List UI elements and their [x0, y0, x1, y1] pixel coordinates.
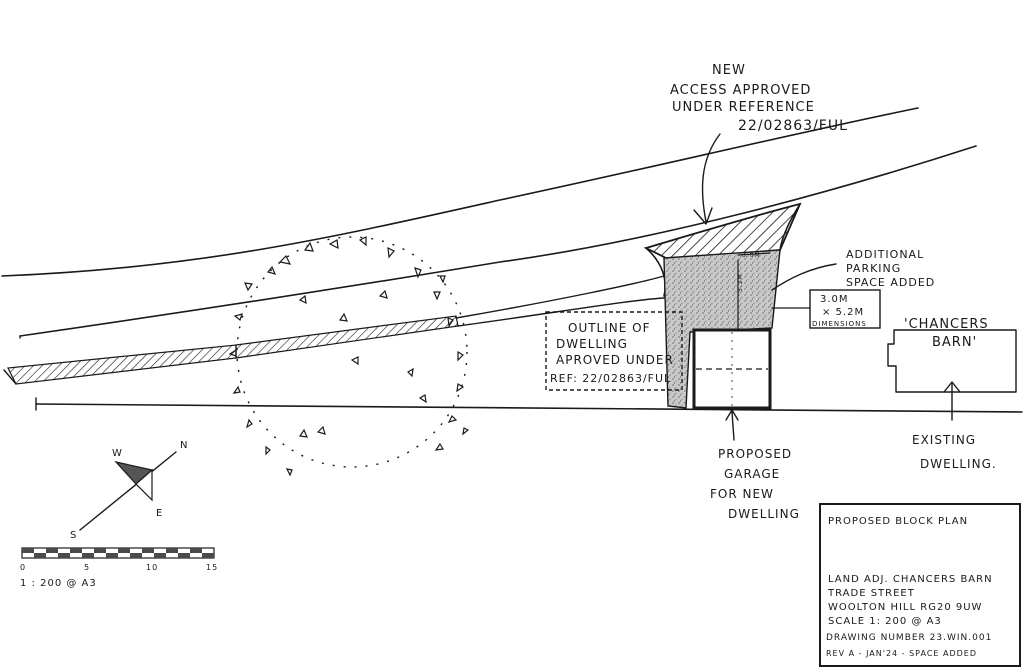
existing-line2-text: DWELLING. — [920, 457, 997, 471]
parking-dim-label-text: DIMENSIONS — [812, 320, 867, 328]
road-lines — [1, 107, 977, 339]
title-block: PROPOSED BLOCK PLAN LAND ADJ. CHANCERS B… — [819, 503, 1021, 667]
outline-line1-text: OUTLINE OF — [568, 321, 651, 335]
scale-tick-15: 15 — [206, 563, 218, 572]
north-arrow-w-text: W — [112, 448, 123, 459]
proposed-garage — [692, 328, 772, 410]
access-line3-text: 22/02863/FUL — [738, 118, 848, 134]
garage-line2-text: GARAGE — [724, 467, 780, 481]
title-block-address2: TRADE STREET — [827, 588, 915, 599]
garage-line1-text: PROPOSED — [718, 447, 792, 461]
existing-dwelling-outline — [887, 329, 1017, 393]
parking-annotation: ADDITIONAL PARKING SPACE ADDED 3.0M × 5.… — [737, 248, 935, 328]
garage-annotation: PROPOSED GARAGE FOR NEW DWELLING — [710, 447, 800, 521]
existing-line1-text: EXISTING — [912, 433, 976, 447]
title-block-drawing-number: DRAWING NUMBER 23.WIN.001 — [826, 633, 992, 643]
outline-line3-text: APROVED UNDER — [556, 353, 674, 367]
outline-annotation: OUTLINE OF DWELLING APROVED UNDER REF: 2… — [550, 321, 674, 385]
parking-dim-side-text: 5.2M — [737, 273, 744, 292]
scale-tick-0: 0 — [20, 563, 26, 572]
north-arrow-e-text: E — [156, 508, 163, 519]
parking-dim-top-text: 3.0M — [742, 252, 761, 259]
dwelling-outline-box — [545, 311, 683, 391]
north-arrow-s-text: S — [70, 530, 77, 541]
garage-line4-text: DWELLING — [728, 507, 800, 521]
title-block-address3: WOOLTON HILL RG20 9UW — [828, 602, 982, 613]
parking-line1-text: ADDITIONAL — [846, 248, 924, 261]
access-line2-text: UNDER REFERENCE — [672, 100, 815, 115]
north-arrow-n-text: N — [180, 440, 188, 451]
parking-dim-length-text: × 5.2M — [822, 307, 864, 318]
outline-line2-text: DWELLING — [556, 337, 628, 351]
scale-tick-10: 10 — [146, 563, 158, 572]
parking-line2-text: PARKING — [846, 262, 901, 275]
title-block-revision: REV A - JAN'24 - SPACE ADDED — [826, 649, 977, 658]
parking-dim-width-text: 3.0M — [820, 294, 849, 305]
barn-name-text: 'CHANCERS — [904, 317, 989, 332]
title-block-title: PROPOSED BLOCK PLAN — [828, 516, 968, 527]
hatched-verge — [3, 275, 665, 385]
outline-line4-text: REF: 22/02863/FUL — [550, 372, 671, 385]
site-boundary — [35, 397, 1023, 413]
scale-label: 1 : 200 @ A3 — [20, 578, 97, 589]
garage-line3-text: FOR NEW — [710, 487, 774, 501]
parking-line3-text: SPACE ADDED — [846, 276, 935, 289]
scale-tick-5: 5 — [84, 563, 90, 572]
north-arrow: W N E S — [70, 440, 188, 541]
scale-bar: 0 5 10 15 1 : 200 @ A3 — [20, 547, 218, 589]
title-block-scale: SCALE 1: 200 @ A3 — [828, 616, 942, 627]
access-new-text: NEW — [712, 63, 746, 78]
annotation-arrows — [693, 133, 961, 441]
access-line1-text: ACCESS APPROVED — [670, 83, 811, 98]
tree-symbol — [228, 236, 470, 477]
title-block-address1: LAND ADJ. CHANCERS BARN — [828, 574, 993, 585]
access-annotation: NEW ACCESS APPROVED UNDER REFERENCE 22/0… — [670, 63, 848, 134]
barn-annotation: 'CHANCERS BARN' EXISTING DWELLING. — [904, 317, 997, 471]
barn-name2-text: BARN' — [932, 335, 977, 350]
parking-dimension-box — [771, 289, 881, 329]
